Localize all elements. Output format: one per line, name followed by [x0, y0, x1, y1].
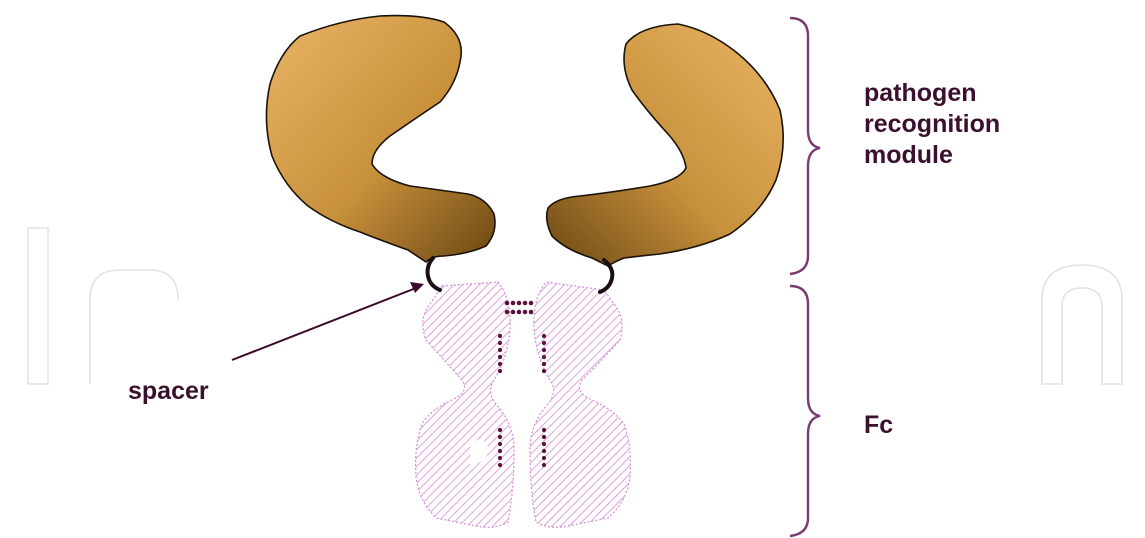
spacer-left	[428, 258, 440, 290]
label-line: pathogen	[864, 78, 1000, 109]
fc-right-chain	[530, 282, 630, 527]
recognition-lobe-right	[547, 24, 784, 266]
label-fc: Fc	[864, 410, 893, 440]
label-line: recognition	[864, 109, 1000, 140]
recognition-lobe-left	[266, 16, 495, 262]
label-spacer: spacer	[128, 376, 209, 406]
spacer-arrow	[232, 282, 424, 360]
brace-recognition-module	[790, 18, 820, 274]
label-pathogen-recognition-module: pathogen recognition module	[864, 78, 1000, 171]
brace-fc	[790, 286, 820, 536]
fc-left-chain	[416, 282, 514, 527]
label-line: module	[864, 140, 1000, 171]
